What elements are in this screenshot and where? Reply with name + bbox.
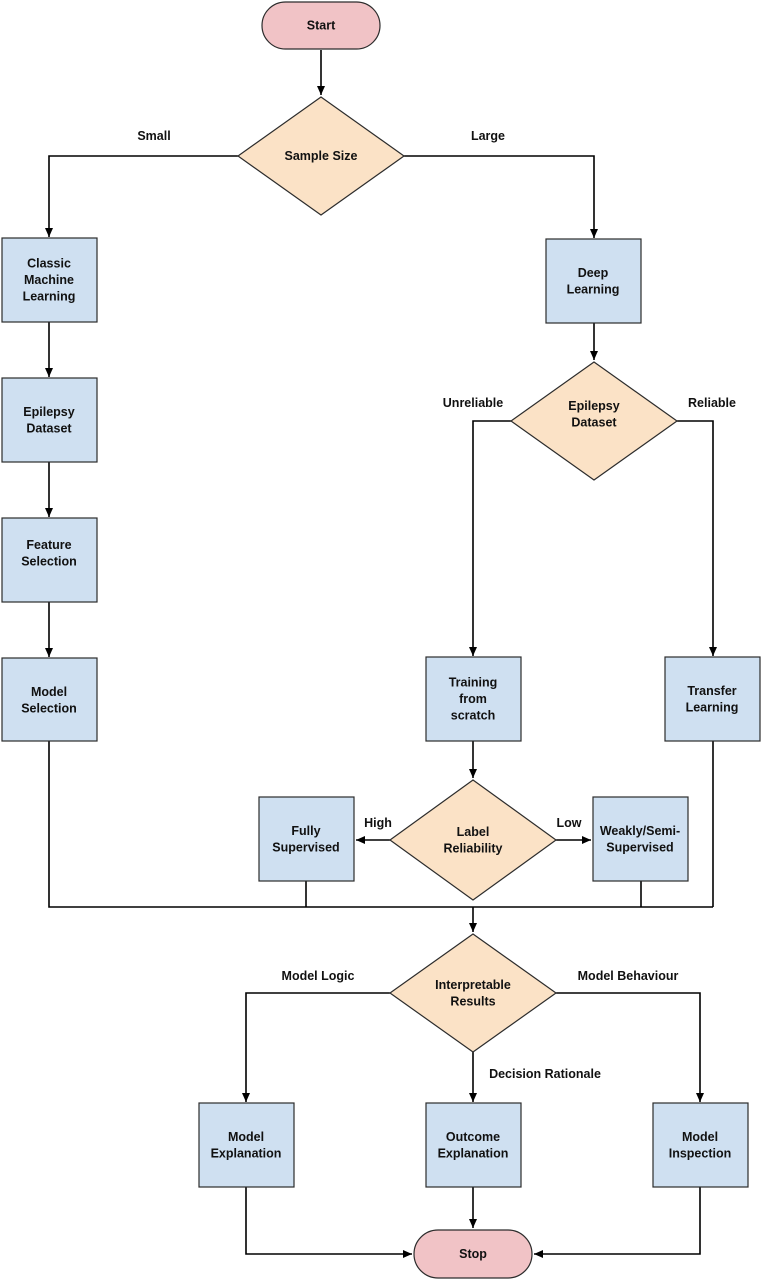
node-label-line: Transfer	[687, 684, 736, 698]
edge-label-unreliable: Unreliable	[443, 396, 503, 410]
node-label-line: Dataset	[26, 421, 72, 435]
edge-label-small: Small	[137, 129, 170, 143]
node-label-line: Learning	[23, 290, 76, 304]
model-explanation-box	[198, 1102, 295, 1188]
node-label-line: Outcome	[446, 1130, 500, 1144]
node-label-line: Explanation	[438, 1146, 509, 1160]
node-label-line: Explanation	[211, 1146, 282, 1160]
edge-label-large: Large	[471, 129, 505, 143]
weakly-semi-supervised-label: Weakly/Semi- Supervised	[600, 824, 680, 855]
start-label: Start	[307, 19, 336, 33]
node-label-line: Model	[228, 1130, 264, 1144]
node-label-line: Model	[682, 1130, 718, 1144]
edge-label-model-behaviour: Model Behaviour	[578, 969, 679, 983]
classic-ml-box	[1, 237, 98, 323]
transfer-learning-box	[664, 656, 761, 742]
node-label-line: Machine	[24, 273, 74, 287]
model-selection-box	[1, 657, 98, 742]
edge-model-logic-to-model-explanation	[242, 992, 390, 1102]
edge-label-decision-rationale: Decision Rationale	[489, 1067, 601, 1081]
node-label-line: Sample Size	[285, 149, 358, 163]
node-label-line: Inspection	[669, 1146, 732, 1160]
node-label-line: Classic	[27, 257, 71, 271]
edge-model-behaviour-to-inspection	[556, 992, 704, 1102]
edge-label-low: Low	[557, 816, 582, 830]
interpretable-results-decision	[388, 933, 558, 1053]
node-label-line: Stop	[459, 1247, 487, 1261]
edge-model-selection-to-merge	[48, 741, 713, 908]
edge-label-reliable: Reliable	[688, 396, 736, 410]
node-label-line: Supervised	[606, 840, 673, 854]
edge-label-high: High	[364, 816, 392, 830]
node-label-line: Selection	[21, 554, 77, 568]
node-label-line: Model	[31, 685, 67, 699]
edge-small-to-classic-ml	[45, 155, 238, 237]
start-terminal	[261, 1, 381, 50]
stop-label: Stop	[459, 1247, 487, 1261]
node-label-line: Learning	[686, 700, 739, 714]
node-label-line: from	[459, 692, 487, 706]
training-from-scratch-box	[425, 656, 522, 742]
node-label-line: Reliability	[443, 841, 502, 855]
node-label-line: Start	[307, 19, 336, 33]
fully-supervised-box	[258, 796, 355, 882]
node-label-line: Supervised	[272, 840, 339, 854]
edge-unreliable-to-training	[469, 420, 511, 656]
node-label-line: Label	[457, 825, 490, 839]
feature-selection-box	[1, 517, 98, 603]
node-label-line: Epilepsy	[568, 399, 619, 413]
sample-size-label: Sample Size	[285, 149, 358, 163]
node-label-line: Deep	[578, 266, 609, 280]
outcome-explanation-box	[425, 1102, 522, 1188]
epilepsy-dataset-decision	[509, 361, 679, 481]
node-label-line: Weakly/Semi-	[600, 824, 680, 838]
edge-reliable-to-transfer	[677, 420, 717, 656]
stop-terminal	[413, 1229, 533, 1279]
node-label-line: Training	[449, 676, 498, 690]
edge-model-inspection-to-stop	[534, 1187, 701, 1258]
sample-size-decision	[236, 96, 406, 216]
node-label-line: Feature	[26, 538, 71, 552]
model-inspection-box	[652, 1102, 749, 1188]
node-label-line: Selection	[21, 701, 77, 715]
training-from-scratch-label: Training from scratch	[449, 676, 498, 723]
node-label-line: Interpretable	[435, 978, 511, 992]
label-reliability-decision	[388, 779, 558, 901]
weakly-semi-supervised-box	[592, 796, 689, 882]
deep-learning-box	[545, 238, 642, 324]
edge-labels: Small Large Unreliable Reliable High Low…	[137, 129, 736, 1081]
edge-label-model-logic: Model Logic	[282, 969, 355, 983]
node-label-line: Learning	[567, 282, 620, 296]
epilepsy-dataset-left-box	[1, 377, 98, 463]
node-label-line: Epilepsy	[23, 405, 74, 419]
edges	[45, 50, 717, 1258]
node-label-line: scratch	[451, 709, 495, 723]
node-label-line: Results	[450, 994, 495, 1008]
node-label-line: Fully	[291, 824, 320, 838]
edge-model-explanation-to-stop	[245, 1187, 412, 1258]
edge-large-to-deep-learning	[404, 155, 598, 238]
node-label-line: Dataset	[571, 415, 617, 429]
